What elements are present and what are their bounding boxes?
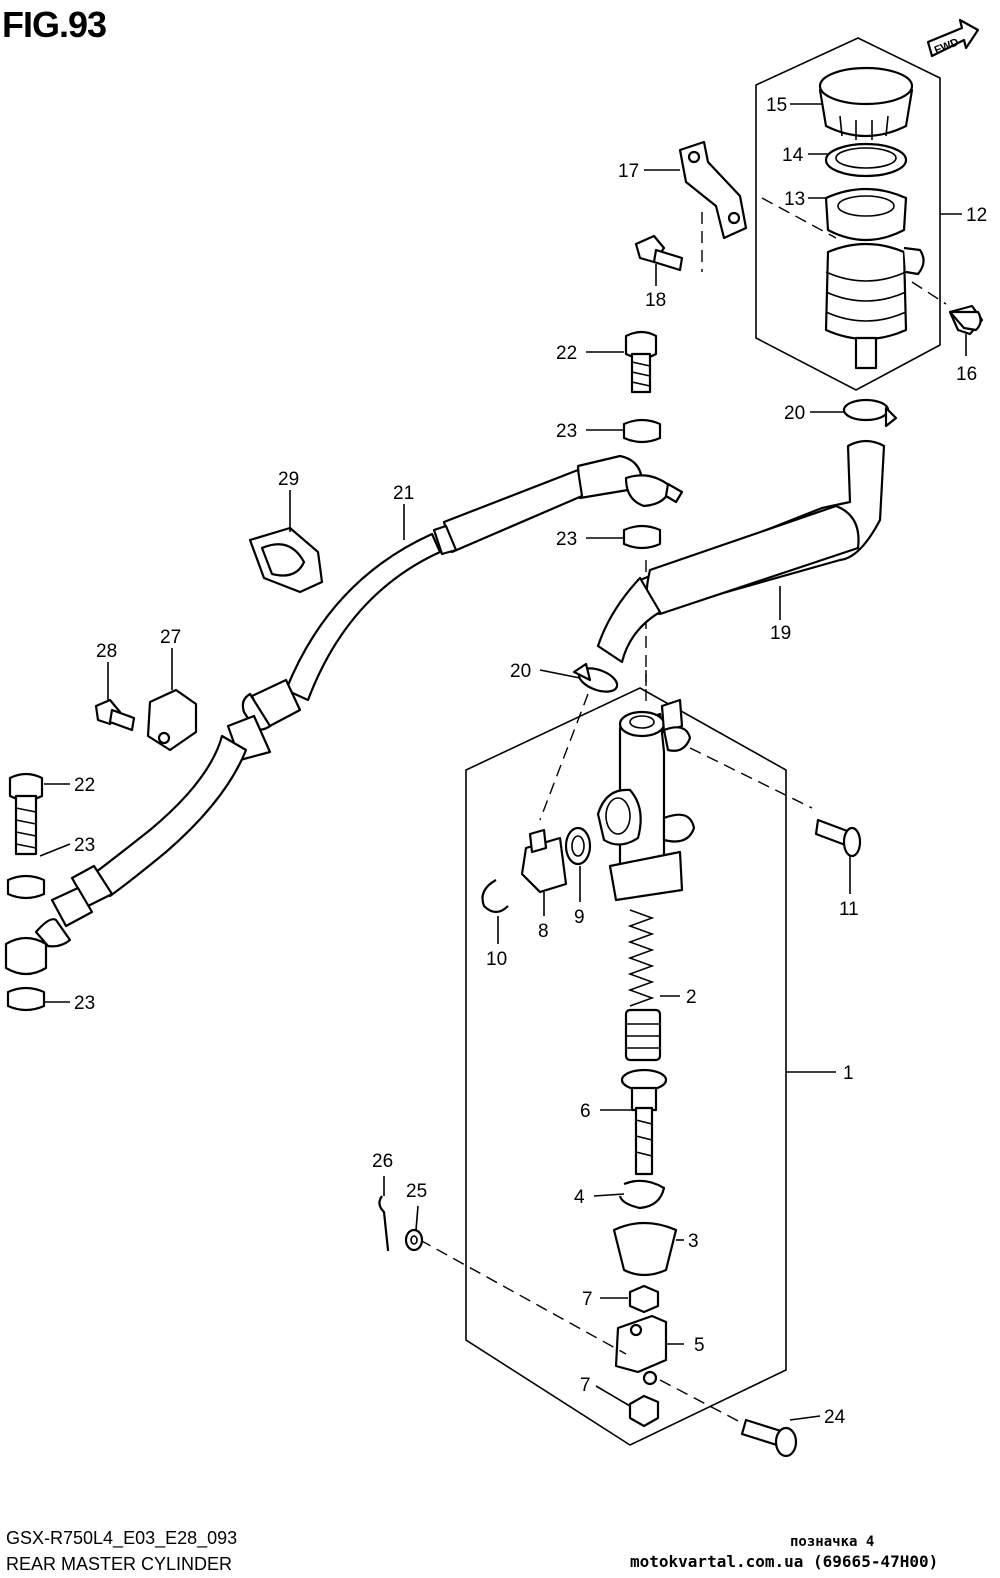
- union-bolt-left: [8, 772, 44, 856]
- reservoir-assembly-frame: [755, 37, 941, 391]
- callout-17: 17: [618, 161, 639, 182]
- washer-left-lower: [6, 986, 46, 1012]
- reservoir-bracket: [678, 140, 748, 240]
- reservoir-body: [824, 242, 925, 370]
- reservoir-hose-clamp-bottom: [572, 662, 619, 693]
- callout-12: 12: [966, 205, 987, 226]
- callout-14: 14: [782, 145, 804, 166]
- callout-1: 1: [843, 1063, 854, 1084]
- washer-left-upper: [6, 874, 46, 900]
- callout-11: 11: [839, 899, 859, 920]
- callout-4: 4: [574, 1187, 585, 1208]
- callout-20-bottom: 20: [510, 661, 531, 682]
- connector-circlip: [481, 879, 509, 914]
- callout-15: 15: [766, 95, 787, 116]
- callout-26: 26: [372, 1151, 393, 1172]
- callout-6: 6: [580, 1101, 591, 1122]
- callout-23-left-upper: 23: [74, 835, 95, 856]
- reservoir-hose-clamp-top: [842, 398, 898, 428]
- piston-spring: [627, 909, 655, 1007]
- push-rod: [620, 1068, 668, 1176]
- site-watermark: motokvartal.com.ua (69665-47H00): [630, 1552, 939, 1571]
- callout-13: 13: [784, 189, 805, 210]
- piston: [624, 1008, 662, 1062]
- diaphragm: [824, 187, 908, 242]
- callout-3: 3: [688, 1231, 699, 1252]
- clevis: [614, 1314, 668, 1386]
- diaphragm-plate: [824, 142, 908, 178]
- callout-16: 16: [956, 364, 977, 385]
- callout-7-lower: 7: [580, 1375, 591, 1396]
- callout-23-top: 23: [556, 421, 577, 442]
- master-cylinder-body: [596, 698, 696, 902]
- callout-29: 29: [278, 469, 299, 490]
- callout-19: 19: [770, 623, 791, 644]
- diagram-caption: REAR MASTER CYLINDER: [6, 1554, 233, 1574]
- pin-washer: [404, 1228, 424, 1252]
- lock-nut-lower: [628, 1394, 660, 1428]
- rod-circlip: [618, 1179, 666, 1210]
- figure-title: FIG.93: [2, 4, 107, 45]
- o-ring: [564, 826, 592, 866]
- leader-lines: [39, 103, 967, 1421]
- callout-5: 5: [694, 1335, 705, 1356]
- callout-27: 27: [160, 627, 181, 648]
- mark-label: позначка 4: [790, 1534, 875, 1550]
- union-bolt-top: [624, 330, 658, 394]
- hose-banjo-left: [4, 936, 48, 976]
- callout-9: 9: [574, 907, 585, 928]
- hose-connector: [520, 828, 568, 894]
- reservoir-bolt: [948, 304, 984, 336]
- brake-hose: [34, 454, 684, 948]
- callout-28: 28: [96, 641, 117, 662]
- fwd-arrow-icon: FWD: [926, 18, 980, 58]
- callout-22-left: 22: [74, 775, 95, 796]
- reservoir-cap: [818, 66, 914, 140]
- callout-2: 2: [686, 987, 697, 1008]
- clevis-pin: [740, 1418, 798, 1458]
- clamp-bolt: [94, 698, 136, 732]
- callout-25: 25: [406, 1181, 427, 1202]
- lock-nut-upper: [628, 1284, 660, 1314]
- master-cylinder-assembly-frame: [465, 687, 787, 1446]
- callout-8: 8: [538, 921, 549, 942]
- callout-10: 10: [486, 949, 507, 970]
- hose-guide: [146, 688, 198, 752]
- callout-24: 24: [824, 1407, 846, 1428]
- callout-20-top: 20: [784, 403, 805, 424]
- callout-18: 18: [645, 290, 666, 311]
- rod-boot: [612, 1221, 678, 1277]
- callout-23-second: 23: [556, 529, 577, 550]
- hose-clamp: [248, 526, 324, 594]
- reservoir-hose: [596, 439, 886, 664]
- washer-top: [622, 418, 662, 444]
- callout-7-upper: 7: [582, 1289, 593, 1310]
- cylinder-screw: [814, 818, 862, 858]
- callout-22-top: 22: [556, 343, 577, 364]
- cotter-pin: [378, 1195, 390, 1252]
- callout-21: 21: [393, 483, 414, 504]
- callout-labels: 1 2 3 4 5 6 7 7 8 9 10 11 12 13 14 15 16…: [74, 95, 987, 1428]
- bracket-bolt: [634, 234, 684, 272]
- model-code: GSX-R750L4_E03_E28_093: [6, 1528, 238, 1548]
- washer-second: [622, 524, 662, 550]
- callout-23-left-lower: 23: [74, 993, 95, 1014]
